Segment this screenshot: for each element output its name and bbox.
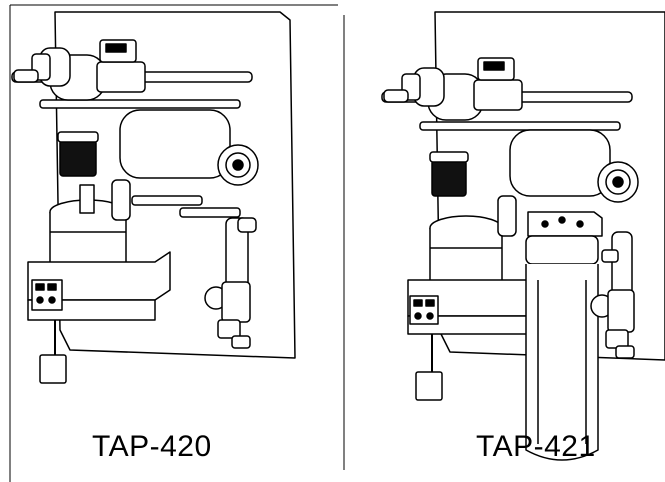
model-label-tap-420: TAP-420 [92,430,212,463]
float-switch [415,371,443,401]
model-label-tap-421: TAP-421 [476,430,596,463]
membrane-housing [119,109,231,179]
tap-421-drawing [381,11,665,461]
panel-tap-421: TAP-421 [340,0,665,482]
panel-tap-420: TAP-420 [11,11,296,463]
tap-420-drawing [11,11,296,384]
filter-housing [525,264,599,461]
membrane-housing [509,129,611,197]
float-switch [39,354,67,384]
filter-head [527,211,603,237]
